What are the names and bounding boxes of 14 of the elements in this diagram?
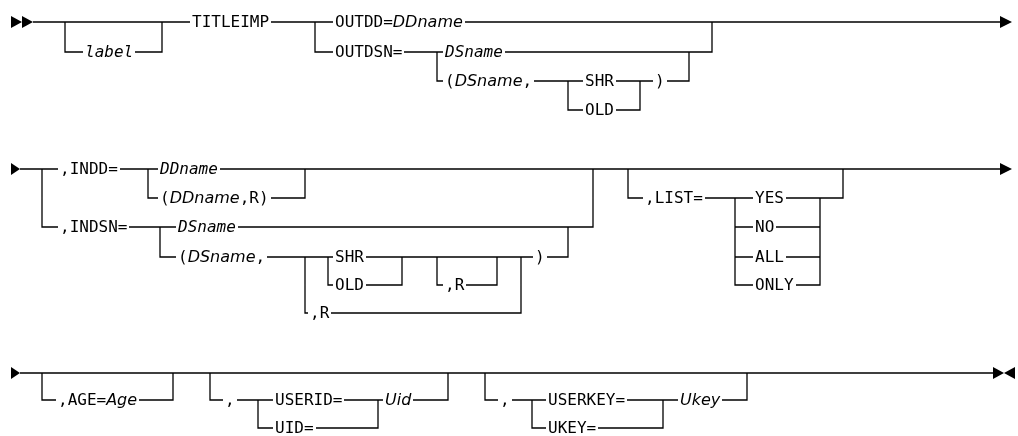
syntax-keyword: UID= bbox=[273, 419, 316, 436]
variable-name: Ukey bbox=[678, 391, 723, 409]
syntax-keyword: (DDname,R) bbox=[158, 189, 271, 207]
syntax-delimiter: ) bbox=[533, 248, 547, 266]
syntax-keyword: (DSname, bbox=[176, 248, 268, 266]
syntax-keyword: ,INDD= bbox=[58, 160, 120, 178]
syntax-keyword: ,R bbox=[308, 304, 332, 322]
syntax-keyword: ,R bbox=[443, 276, 467, 294]
syntax-keyword: ,AGE=Age bbox=[56, 391, 140, 409]
syntax-keyword: UKEY= bbox=[546, 419, 599, 436]
syntax-keyword: ,INDSN= bbox=[58, 218, 130, 236]
syntax-delimiter: ) bbox=[653, 72, 667, 90]
syntax-keyword: ,LIST= bbox=[643, 189, 705, 207]
syntax-keyword: (DSname, bbox=[443, 72, 535, 90]
